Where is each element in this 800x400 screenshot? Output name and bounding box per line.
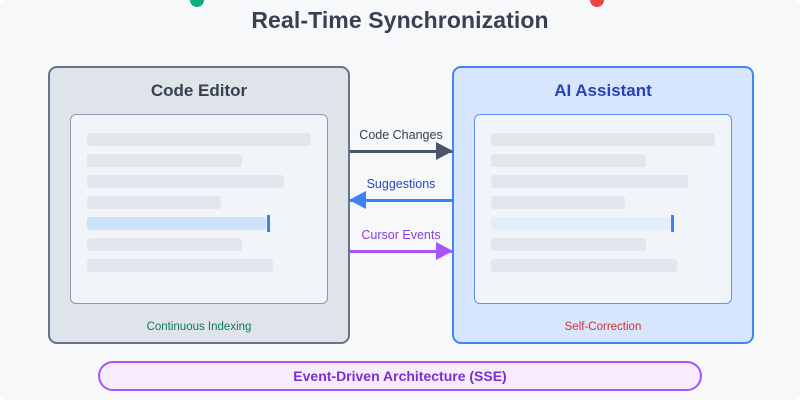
arrow-head-right-icon: [436, 142, 453, 160]
code-line: [491, 238, 646, 251]
flow-label-code-changes: Code Changes: [359, 128, 443, 142]
code-surface-editor: [70, 114, 328, 304]
code-surface-ai: [474, 114, 732, 304]
code-line-active: [87, 215, 271, 232]
code-line: [491, 196, 626, 209]
footer-architecture-label: Event-Driven Architecture (SSE): [293, 368, 507, 384]
panel-ai-assistant: AI Assistant Self-Correction: [452, 66, 754, 344]
code-line: [491, 133, 715, 146]
panel-title-ai-assistant: AI Assistant: [554, 81, 652, 100]
panel-code-editor: Code Editor Continuous Indexing: [48, 66, 350, 344]
panel-caption-code-editor: Continuous Indexing: [146, 321, 252, 333]
code-line: [87, 133, 311, 146]
code-line: [87, 175, 285, 188]
panel-title-code-editor: Code Editor: [150, 81, 248, 100]
text-cursor-icon: [267, 215, 271, 232]
flow-line-code-changes: [350, 149, 452, 153]
code-line: [87, 259, 273, 272]
arrow-head-right-icon: [436, 242, 453, 260]
panel-caption-ai-assistant: Self-Correction: [564, 321, 642, 333]
code-line: [491, 175, 689, 188]
flow-line-cursor-events: [350, 249, 452, 253]
status-dot-green-icon: [190, 0, 204, 7]
code-line: [87, 238, 242, 251]
code-line-active: [491, 215, 675, 232]
code-line: [87, 196, 222, 209]
code-line: [491, 154, 646, 167]
code-line: [491, 259, 677, 272]
code-line: [87, 154, 242, 167]
status-dot-red-icon: [590, 0, 604, 7]
text-cursor-icon: [671, 215, 675, 232]
flow-line-suggestions: [350, 198, 452, 202]
footer-architecture-badge: Event-Driven Architecture (SSE): [98, 361, 702, 391]
page-title: Real-Time Synchronization: [251, 7, 549, 33]
flow-label-suggestions: Suggestions: [366, 177, 436, 191]
arrow-head-left-icon: [349, 191, 366, 209]
flow-label-cursor-events: Cursor Events: [361, 228, 441, 242]
